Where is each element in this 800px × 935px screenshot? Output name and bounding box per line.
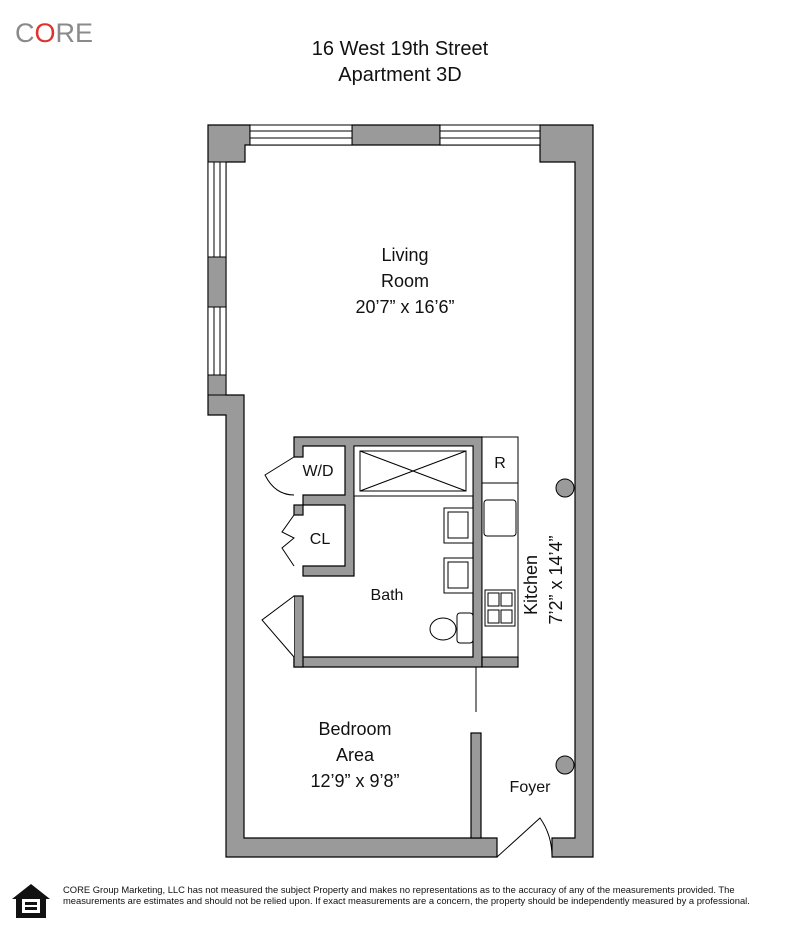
wd-door xyxy=(264,456,295,496)
fixtures xyxy=(261,436,553,858)
foyer-label: Foyer xyxy=(510,779,552,796)
column xyxy=(555,478,575,498)
wd-label: W/D xyxy=(302,463,333,480)
living-room-label: Living xyxy=(381,245,428,265)
kitchen-label: Kitchen xyxy=(521,555,541,615)
bedroom-label: Bedroom xyxy=(318,719,391,739)
bedroom-partition xyxy=(470,732,482,839)
column xyxy=(555,755,575,775)
fridge-label: R xyxy=(494,455,506,472)
toilet xyxy=(429,617,457,641)
walls xyxy=(207,124,594,858)
equal-housing-opportunity-icon xyxy=(12,884,50,918)
entry-door xyxy=(496,817,553,858)
fridge xyxy=(481,436,519,484)
living-room-dims: 20’7” x 16’6” xyxy=(355,297,454,317)
address: 16 West 19th Street xyxy=(311,38,489,60)
bath-wall-lower xyxy=(293,595,304,668)
windows xyxy=(207,124,541,376)
closet-divider xyxy=(293,504,304,516)
disclaimer: CORE Group Marketing, LLC has not measur… xyxy=(63,884,750,906)
living-room-label-2: Room xyxy=(381,271,429,291)
kitchen-counter-wall xyxy=(481,656,519,668)
cl-door xyxy=(281,514,295,567)
bath-door xyxy=(261,595,295,658)
kitchen-dims: 7’2” x 14’4” xyxy=(546,535,566,624)
listing-title: 16 West 19th Street Apartment 3D xyxy=(0,36,800,88)
closet-label: CL xyxy=(310,531,331,548)
bath-label: Bath xyxy=(371,587,404,604)
core-logo: CORE xyxy=(15,18,94,48)
unit: Apartment 3D xyxy=(338,64,462,86)
kitchen-sink xyxy=(483,499,517,537)
bedroom-dims: 12’9” x 9’8” xyxy=(310,771,399,791)
outer-wall xyxy=(207,124,594,858)
bedroom-label-2: Area xyxy=(336,745,375,765)
